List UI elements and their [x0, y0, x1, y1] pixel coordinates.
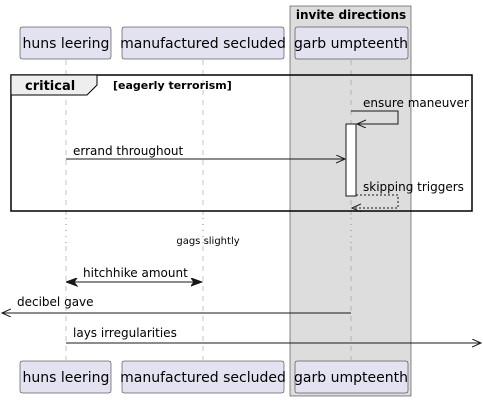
box-title: invite directions [296, 8, 406, 22]
participant-heads-top: huns leering manufactured secluded garb … [19, 26, 409, 60]
activation-bar [345, 123, 357, 197]
message-arrow [352, 194, 399, 208]
participant-label: huns leering [23, 370, 110, 386]
message-label: decibel gave [17, 295, 94, 309]
participant-heads-bottom: huns leering manufactured secluded garb … [19, 360, 409, 394]
fragment-condition: [eagerly terrorism] [113, 79, 232, 92]
message-label: ensure maneuver [363, 96, 469, 110]
participant-head-garb-umpteenth[interactable] [294, 26, 409, 60]
message-ensure-maneuver: ensure maneuver [351, 96, 469, 124]
message-decibel-gave: decibel gave [2, 295, 351, 313]
participant-foot-garb-umpteenth[interactable] [294, 360, 409, 394]
participant-label: manufactured secluded [120, 36, 286, 52]
participant-label: garb umpteenth [294, 36, 408, 52]
message-label: skipping triggers [363, 180, 464, 194]
critical-fragment: critical [eagerly terrorism] [10, 74, 473, 212]
participant-label: garb umpteenth [294, 370, 408, 386]
message-label: hitchhike amount [83, 266, 188, 280]
message-hitchhike-amount: hitchhike amount [67, 266, 202, 282]
message-lays-irregularities: lays irregularities [66, 326, 481, 343]
delay-label: gags slightly [176, 236, 239, 247]
participant-box-group: invite directions [289, 5, 412, 397]
message-errand-throughout: errand throughout [66, 144, 345, 159]
message-label: errand throughout [73, 144, 184, 158]
message-skipping-triggers: skipping triggers [352, 180, 464, 208]
message-arrow [351, 110, 399, 124]
box-background [289, 5, 412, 397]
fragment-tab [10, 74, 98, 96]
participant-foot-huns-leering[interactable] [19, 360, 112, 394]
fragment-kind: critical [25, 79, 75, 94]
participant-head-huns-leering[interactable] [19, 26, 112, 60]
participant-head-manufactured-secluded[interactable] [121, 26, 285, 60]
participant-label: manufactured secluded [120, 370, 286, 386]
message-label: lays irregularities [73, 326, 177, 340]
participant-foot-manufactured-secluded[interactable] [121, 360, 285, 394]
participant-label: huns leering [23, 36, 110, 52]
fragment-frame [10, 74, 473, 212]
